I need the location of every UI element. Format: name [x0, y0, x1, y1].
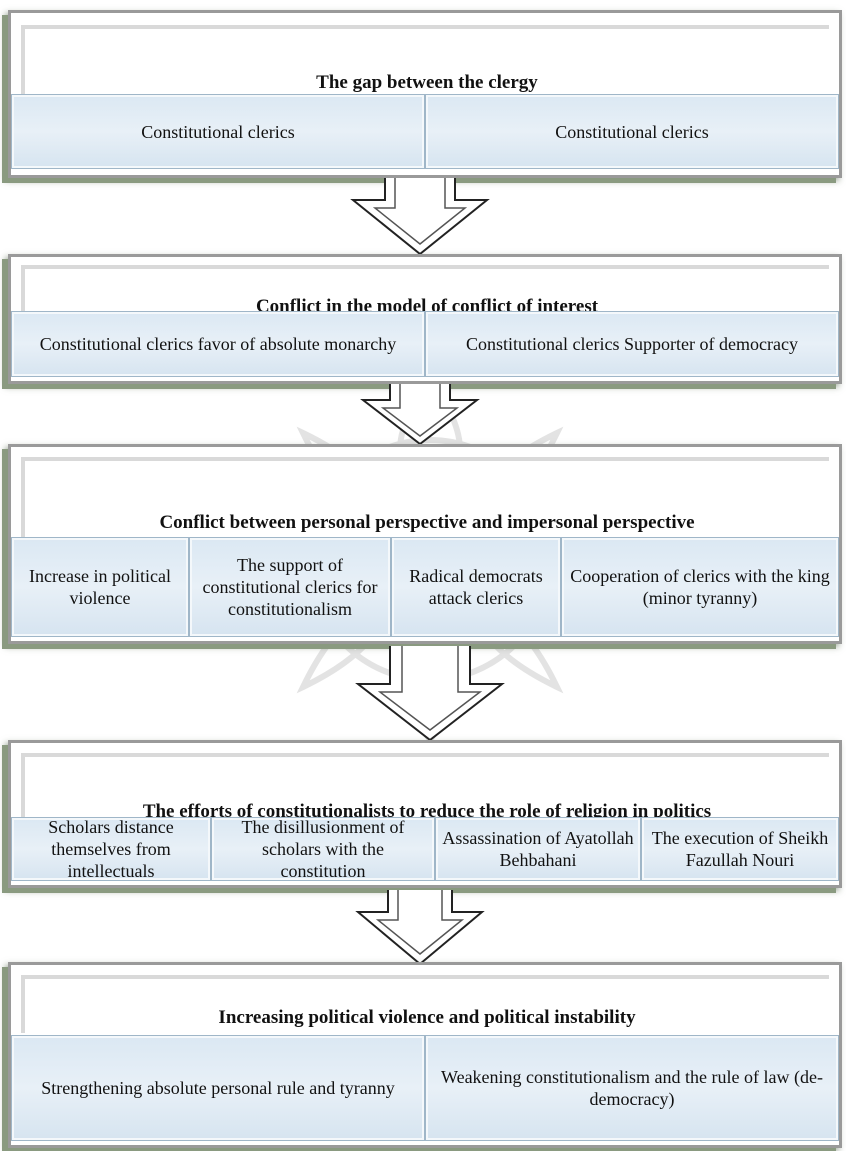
- block-title: Conflict between personal perspective an…: [21, 457, 829, 541]
- diagram-block-2: Conflict in the model of conflict of int…: [8, 254, 842, 384]
- block-cell: The support of constitutional clerics fo…: [189, 537, 391, 637]
- block-cell: Constitutional clerics favor of absolute…: [11, 311, 425, 377]
- down-arrow-icon: [360, 384, 480, 446]
- down-arrow-icon: [350, 178, 490, 256]
- block-cell: Cooperation of clerics with the king (mi…: [561, 537, 839, 637]
- block-cell: Strengthening absolute personal rule and…: [11, 1035, 425, 1141]
- block-cell: Increase in political violence: [11, 537, 189, 637]
- down-arrow-icon: [355, 646, 505, 742]
- block-cell: Constitutional clerics: [11, 94, 425, 169]
- block-cell: Weakening constitutionalism and the rule…: [425, 1035, 839, 1141]
- block-cell: Assassination of Ayatollah Behbahani: [435, 817, 641, 881]
- diagram-block-1: The gap between the clergy Constitutiona…: [8, 10, 842, 178]
- diagram-block-3: Conflict between personal perspective an…: [8, 444, 842, 644]
- down-arrow-icon: [355, 890, 485, 966]
- block-cell: Radical democrats attack clerics: [391, 537, 561, 637]
- block-cell: The disillusionment of scholars with the…: [211, 817, 435, 881]
- block-cell: Scholars distance themselves from intell…: [11, 817, 211, 881]
- block-cell: The execution of Sheikh Fazullah Nouri: [641, 817, 839, 881]
- block-title: Increasing political violence and politi…: [21, 975, 829, 1033]
- block-title: The efforts of constitutionalists to red…: [21, 753, 829, 823]
- diagram-block-5: Increasing political violence and politi…: [8, 962, 842, 1148]
- block-cell: Constitutional clerics Supporter of demo…: [425, 311, 839, 377]
- diagram-block-4: The efforts of constitutionalists to red…: [8, 740, 842, 888]
- block-cell: Constitutional clerics: [425, 94, 839, 169]
- block-title: The gap between the clergy: [21, 25, 829, 105]
- block-title: Conflict in the model of conflict of int…: [21, 265, 829, 317]
